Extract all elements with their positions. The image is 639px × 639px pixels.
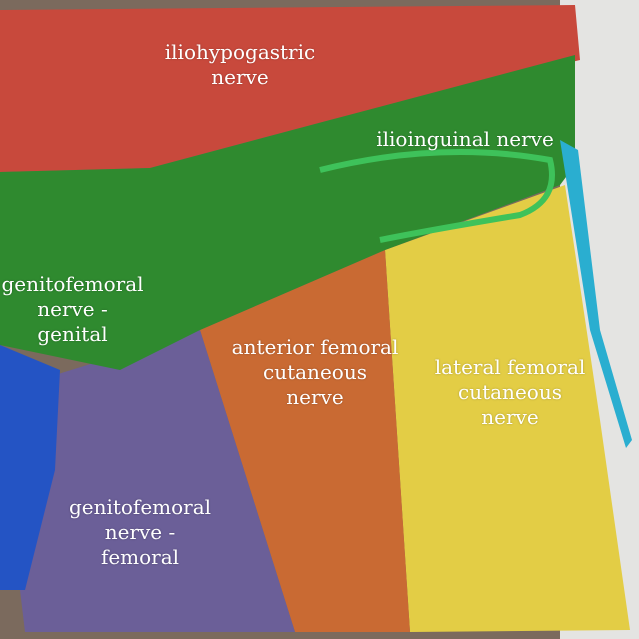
label-line: iliohypogastric <box>164 40 316 64</box>
region-genitofemoral-femoral <box>20 330 295 632</box>
label-line: genital <box>37 322 108 346</box>
label-ilioinguinal: ilioinguinal nerve <box>360 127 570 152</box>
label-line: nerve <box>286 385 344 409</box>
label-line: genitofemoral <box>68 495 212 519</box>
label-line: nerve - <box>37 297 108 321</box>
label-anterior-femoral: anterior femoral cutaneous nerve <box>215 335 415 410</box>
label-line: nerve <box>211 65 269 89</box>
drawstring-cord <box>319 149 555 243</box>
label-iliohypogastric: iliohypogastric nerve <box>150 40 330 90</box>
label-line: anterior femoral <box>231 335 399 359</box>
label-line: cutaneous <box>458 380 562 404</box>
label-line: lateral femoral <box>434 355 586 379</box>
region-lateral-femoral-cutaneous <box>385 185 630 632</box>
label-line: ilioinguinal nerve <box>376 127 554 151</box>
label-lateral-femoral: lateral femoral cutaneous nerve <box>420 355 600 430</box>
region-anterior-femoral-cutaneous <box>200 250 410 632</box>
label-genitofemoral-genital: genitofemoral nerve - genital <box>0 272 145 347</box>
region-iliohypogastric <box>0 5 580 172</box>
label-line: nerve - <box>104 520 176 544</box>
region-cyan-strip <box>560 140 632 448</box>
label-line: femoral <box>100 545 180 569</box>
label-line: nerve <box>481 405 539 429</box>
region-blue <box>0 345 60 590</box>
label-genitofemoral-femoral: genitofemoral nerve - femoral <box>55 495 225 570</box>
label-line: cutaneous <box>263 360 367 384</box>
label-line: genitofemoral <box>1 272 144 296</box>
region-ilioinguinal-genitofemoral-genital <box>0 55 575 370</box>
